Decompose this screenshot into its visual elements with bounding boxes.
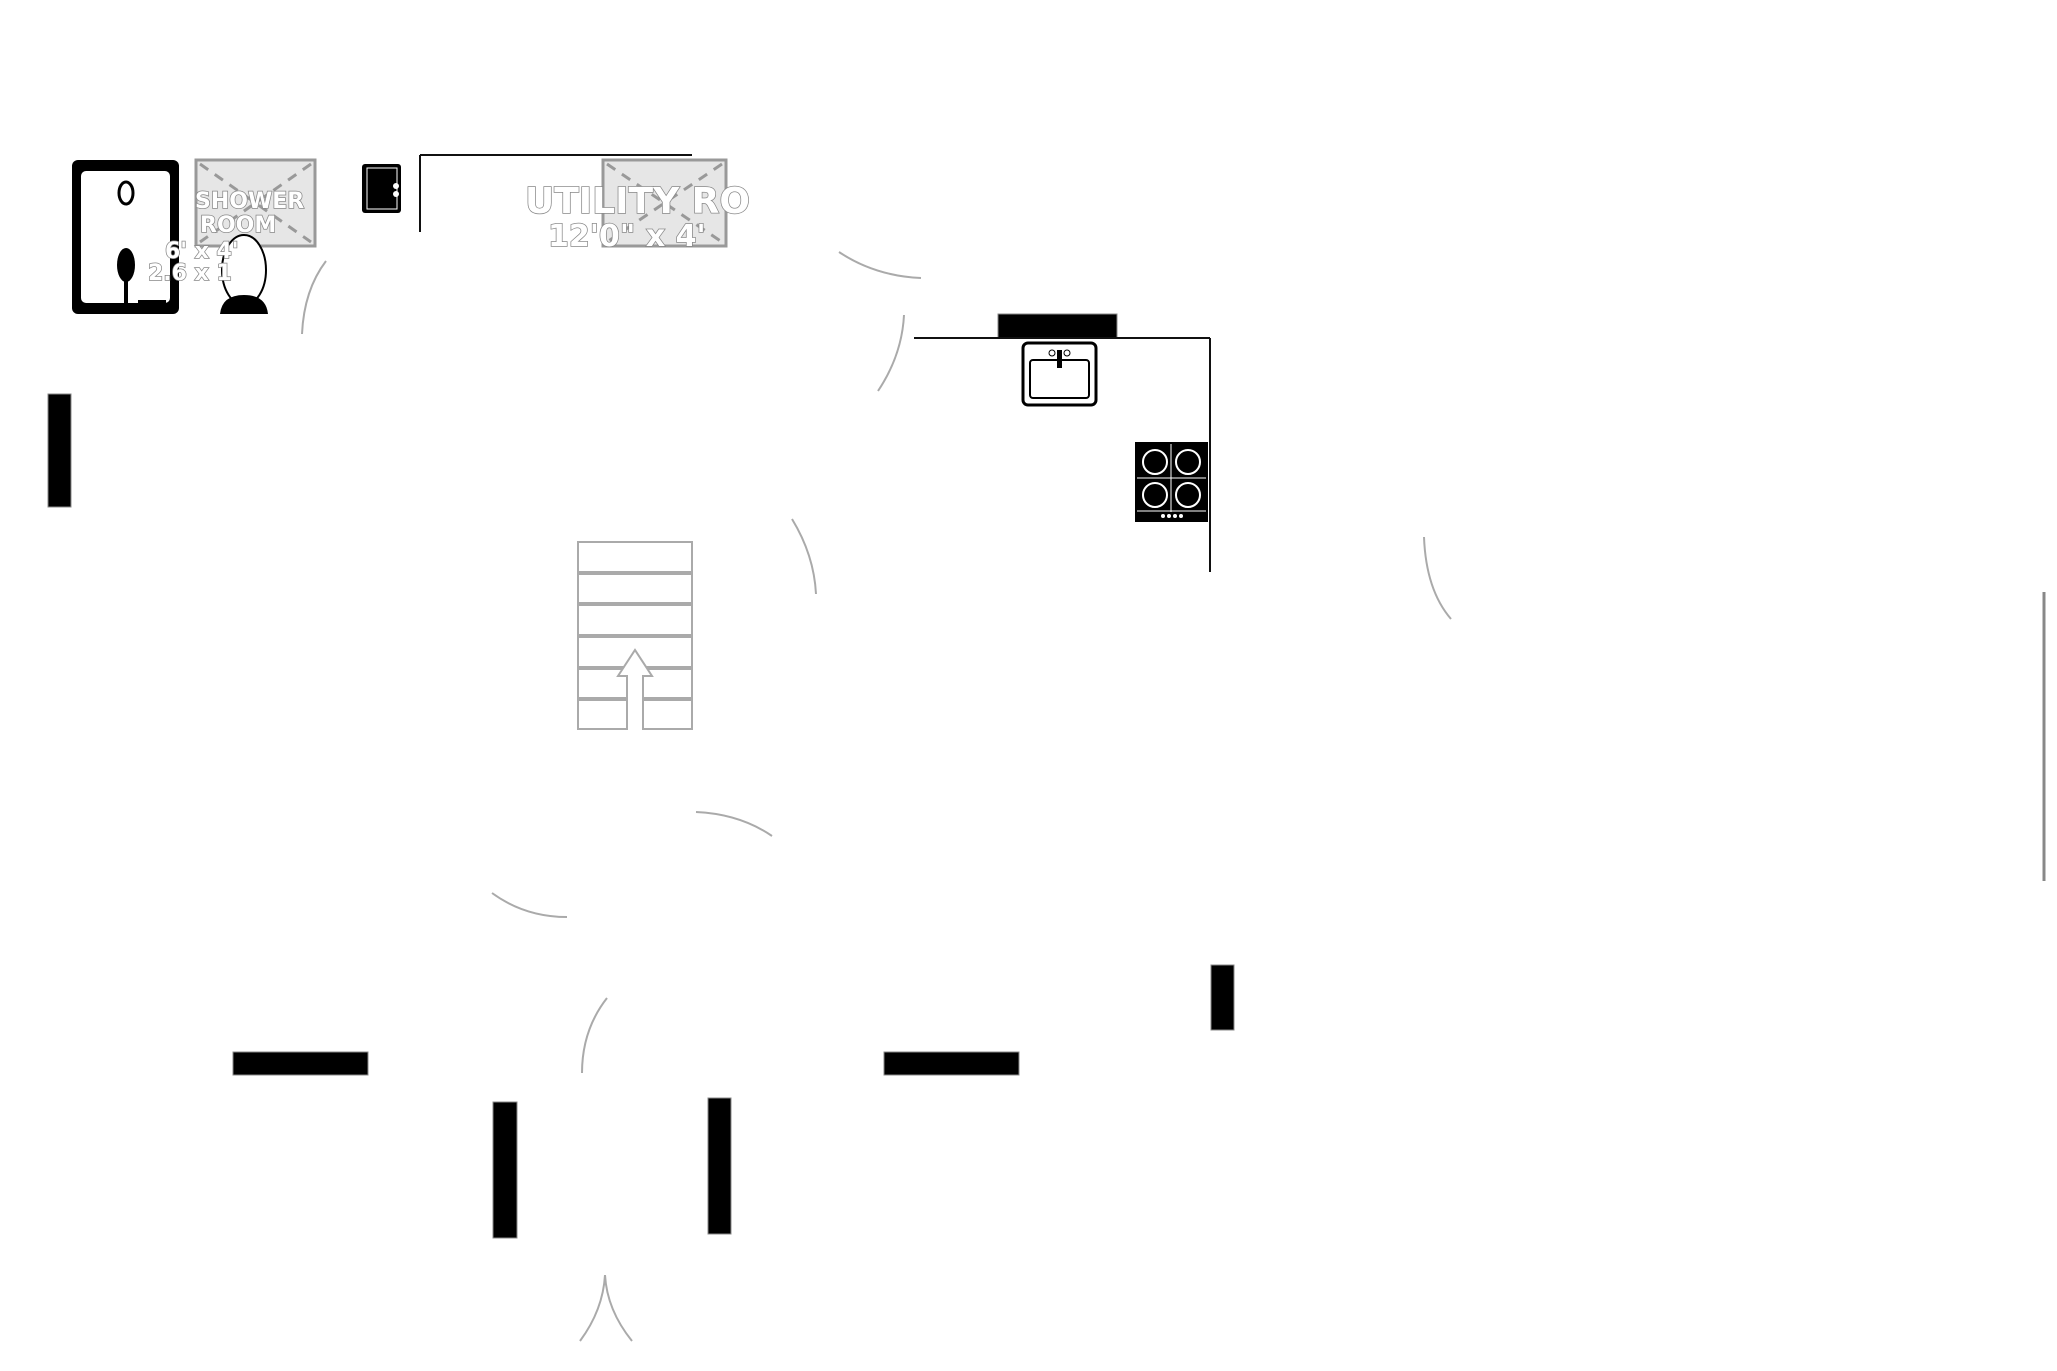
door-swing-arc — [491, 892, 568, 918]
utility-room-size: 12'0" x 4' — [548, 219, 706, 254]
toilet-icon — [220, 234, 268, 314]
door-swing-arc — [1423, 536, 1452, 620]
door-swing-arc — [581, 997, 608, 1074]
door-swing-arc — [838, 251, 922, 279]
window — [997, 313, 1118, 339]
shower-room-size-imperial: 6' x 4' — [165, 239, 239, 264]
door-swing-arc — [877, 314, 905, 392]
shower-room-name-2: ROOM — [200, 213, 276, 238]
window — [883, 1051, 1020, 1076]
window — [232, 1051, 369, 1076]
utility-room-placeholder-box — [601, 158, 728, 248]
stair-direction-arrow-icon — [616, 648, 654, 729]
shower-tray-icon — [72, 160, 179, 314]
door-swing-arc — [791, 518, 817, 595]
window — [492, 1101, 518, 1239]
sink-icon — [1021, 341, 1098, 407]
door-swing-arc — [695, 811, 773, 837]
hob-icon — [1135, 442, 1208, 522]
door-swing-arc — [301, 260, 327, 335]
shower-room-name-1: SHOWER — [195, 189, 304, 214]
window — [47, 393, 72, 508]
front-door-arc — [579, 1274, 633, 1342]
utility-room-name: UTILITY RO — [525, 181, 750, 222]
window — [707, 1097, 732, 1235]
shower-room-placeholder-box — [194, 158, 317, 248]
staircase — [577, 541, 693, 730]
boiler-icon — [362, 164, 401, 213]
shower-room-size-metric: 2.6 x 1 — [148, 261, 232, 286]
window — [1210, 964, 1235, 1031]
